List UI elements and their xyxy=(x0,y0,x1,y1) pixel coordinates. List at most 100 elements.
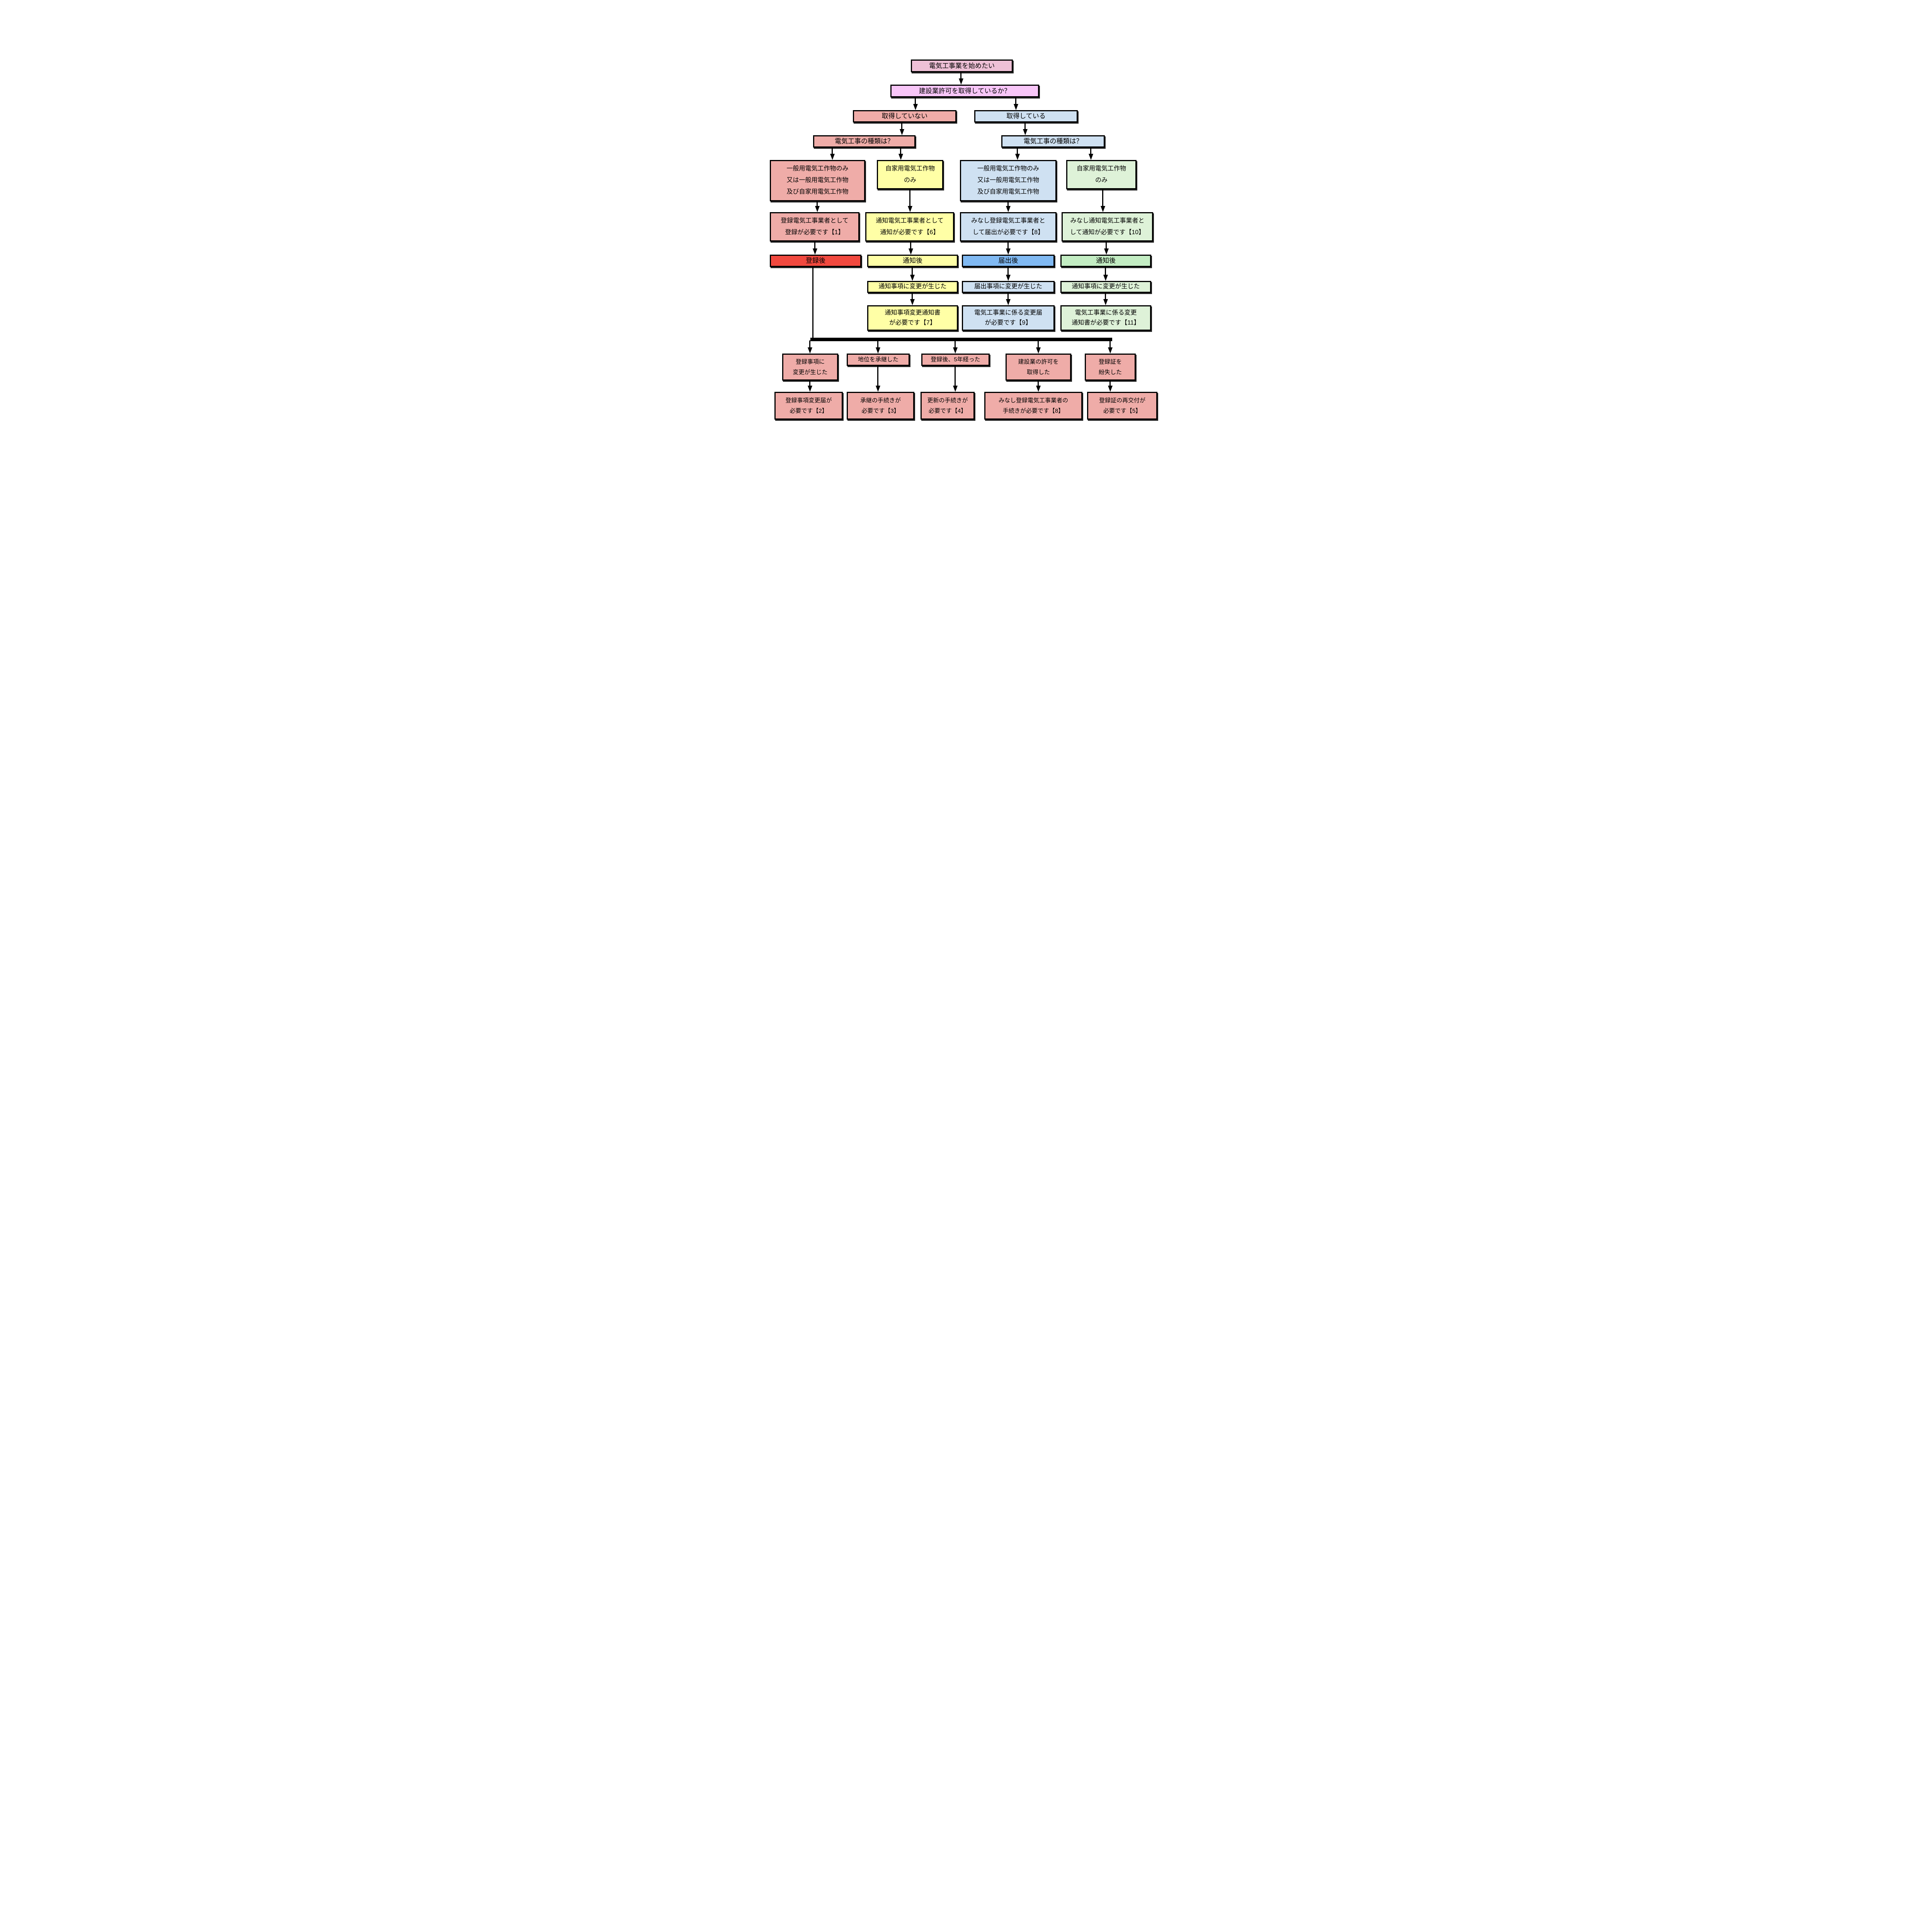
node-after-notice-left-label: 通知後 xyxy=(903,257,922,265)
connector-got-permit-to-deemed xyxy=(1038,381,1039,386)
node-general-or-both-left-line3: 及び自家用電気工作物 xyxy=(786,189,849,196)
node-notice-change-form-2-line1: 電気工事業に係る変更 xyxy=(1075,309,1137,316)
node-notice-change-form-2-line2: 通知書が必要です【11】 xyxy=(1072,319,1140,326)
node-not-acquired: 取得していない xyxy=(853,110,956,122)
node-got-construction-permit-line1: 建設業の許可を xyxy=(1018,358,1059,365)
connector-bar-to-got-permit xyxy=(1038,340,1039,348)
arrowhead-succeeded-to-procedure xyxy=(876,386,880,392)
node-filing-item-changed: 届出事項に変更が生じた xyxy=(962,281,1055,293)
node-lost-certificate-line1: 登録証を xyxy=(1098,358,1122,365)
node-start-label: 電気工事業を始めたい xyxy=(929,62,995,70)
connector-succeeded-to-procedure xyxy=(877,366,878,386)
node-renewal-procedure: 更新の手続きが 必要です【4】 xyxy=(921,392,975,420)
connector-after-notice-left-to-change xyxy=(912,267,913,276)
arrowhead-question-to-acquired xyxy=(1014,104,1018,110)
connector-bar-to-lost-certificate xyxy=(1109,340,1111,348)
arrowhead-deemed-notified-to-after-notice xyxy=(1104,248,1109,255)
node-deemed-registration-procedure-line1: みなし登録電気工事業者の xyxy=(998,397,1068,404)
node-filing-change-form: 電気工事業に係る変更届 が必要です【9】 xyxy=(962,305,1055,331)
node-registered-contractor: 登録電気工事業者として 登録が必要です【1】 xyxy=(770,212,859,242)
node-notice-change-form-line2: が必要です【7】 xyxy=(889,319,936,326)
node-registered-contractor-line1: 登録電気工事業者として xyxy=(781,218,849,224)
connector-change-to-filing-form xyxy=(1007,293,1009,300)
connector-deemed-registered-to-after-filing xyxy=(1007,242,1009,249)
node-after-filing-label: 届出後 xyxy=(998,257,1018,265)
arrowhead-lost-to-reissue xyxy=(1108,386,1113,392)
node-general-or-both-left: 一般用電気工作物のみ 又は一般用電気工作物 及び自家用電気工作物 xyxy=(770,160,865,201)
connector-bar-to-five-years xyxy=(955,340,956,348)
node-private-only-left-line1: 自家用電気工作物 xyxy=(885,165,935,172)
connector-type-left-to-general xyxy=(832,148,833,155)
node-filing-change-form-line2: が必要です【9】 xyxy=(985,319,1032,326)
node-question-permit-label: 建設業許可を取得しているか？ xyxy=(919,87,1011,95)
connector-type-right-to-general xyxy=(1017,148,1018,155)
node-five-years-passed-label: 登録後、5年経った xyxy=(931,356,980,363)
arrowhead-not-acquired-to-type xyxy=(900,129,904,135)
node-lost-certificate-line2: 紛失した xyxy=(1098,369,1122,376)
node-private-only-right: 自家用電気工作物 のみ xyxy=(1066,160,1137,189)
arrowhead-bar-to-position-succeeded xyxy=(876,347,880,354)
node-work-type-left: 電気工事の種類は？ xyxy=(813,135,915,148)
arrowhead-five-years-to-renewal xyxy=(953,386,958,392)
arrowhead-general-left-to-registered xyxy=(815,206,820,212)
node-acquired-label: 取得している xyxy=(1006,112,1046,120)
connector-type-right-to-private xyxy=(1090,148,1091,155)
node-general-or-both-right-line1: 一般用電気工作物のみ xyxy=(977,165,1039,172)
node-registration-change-form: 登録事項変更届が 必要です【2】 xyxy=(774,392,843,420)
node-notice-change-form-line1: 通知事項変更通知書 xyxy=(885,309,941,316)
node-private-only-right-line1: 自家用電気工作物 xyxy=(1076,165,1126,172)
node-succession-procedure: 承継の手続きが 必要です【3】 xyxy=(847,392,914,420)
node-deemed-notified-contractor-line2: して通知が必要です【10】 xyxy=(1070,229,1145,236)
connector-change-to-notice-form xyxy=(912,293,913,300)
node-renewal-procedure-line1: 更新の手続きが xyxy=(927,397,968,404)
arrowhead-question-to-not-acquired xyxy=(913,104,918,110)
node-private-only-left: 自家用電気工作物 のみ xyxy=(877,160,943,189)
node-registered-contractor-line2: 登録が必要です【1】 xyxy=(785,229,844,236)
node-question-permit: 建設業許可を取得しているか？ xyxy=(890,85,1039,97)
node-after-notice-left: 通知後 xyxy=(867,255,958,267)
node-after-notice-right-label: 通知後 xyxy=(1096,257,1116,265)
node-got-construction-permit-line2: 取得した xyxy=(1026,369,1050,376)
node-private-only-left-line2: のみ xyxy=(904,177,916,184)
node-reissue-procedure-line1: 登録証の再交付が xyxy=(1099,397,1145,404)
arrowhead-change-to-notice-form-2 xyxy=(1103,299,1108,305)
arrowhead-deemed-registered-to-after-filing xyxy=(1006,248,1011,255)
node-after-filing: 届出後 xyxy=(962,255,1055,267)
connector-bar-to-position-succeeded xyxy=(877,340,878,348)
connector-general-left-to-registered xyxy=(817,201,818,207)
node-filing-change-form-line1: 電気工事業に係る変更届 xyxy=(974,309,1042,316)
arrowhead-type-right-to-private xyxy=(1089,154,1093,160)
connector-not-acquired-to-type xyxy=(901,122,902,130)
arrowhead-got-permit-to-deemed xyxy=(1036,386,1041,392)
node-start: 電気工事業を始めたい xyxy=(911,60,1013,72)
node-succession-procedure-line2: 必要です【3】 xyxy=(861,408,900,415)
arrowhead-bar-to-five-years xyxy=(953,347,958,354)
arrowhead-after-filing-to-change xyxy=(1006,275,1011,281)
connector-after-registration-drop xyxy=(812,267,813,338)
node-registration-item-changed: 登録事項に 変更が生じた xyxy=(782,354,838,381)
node-reissue-procedure-line2: 必要です【5】 xyxy=(1103,408,1142,415)
arrowhead-type-left-to-private xyxy=(898,154,903,160)
arrowhead-registration-item-to-form xyxy=(808,386,812,392)
node-notified-contractor-line2: 通知が必要です【6】 xyxy=(880,229,939,236)
arrowhead-after-notice-right-to-change xyxy=(1103,275,1108,281)
arrowhead-registered-to-after-registration xyxy=(813,248,817,255)
connector-bar-to-registration-item-changed xyxy=(809,340,810,348)
connector-type-left-to-private xyxy=(900,148,901,155)
node-general-or-both-left-line2: 又は一般用電気工作物 xyxy=(786,177,849,184)
arrowhead-type-right-to-general xyxy=(1015,154,1020,160)
connector-question-to-not-acquired xyxy=(915,97,916,105)
connector-question-to-acquired xyxy=(1015,97,1016,105)
node-not-acquired-label: 取得していない xyxy=(881,112,928,120)
node-got-construction-permit: 建設業の許可を 取得した xyxy=(1006,354,1071,381)
arrowhead-type-left-to-general xyxy=(830,154,835,160)
node-filing-item-changed-label: 届出事項に変更が生じた xyxy=(974,283,1042,290)
node-notice-change-form-2: 電気工事業に係る変更 通知書が必要です【11】 xyxy=(1060,305,1151,331)
connector-deemed-notified-to-after-notice xyxy=(1106,242,1107,249)
node-after-notice-right: 通知後 xyxy=(1060,255,1151,267)
arrowhead-notified-to-after-notice xyxy=(909,248,913,255)
node-registration-change-form-line1: 登録事項変更届が xyxy=(785,397,832,404)
node-general-or-both-right-line3: 及び自家用電気工作物 xyxy=(977,189,1039,196)
arrowhead-private-left-to-notified xyxy=(908,206,912,212)
node-deemed-registered-contractor-line1: みなし登録電気工事業者と xyxy=(971,218,1045,224)
